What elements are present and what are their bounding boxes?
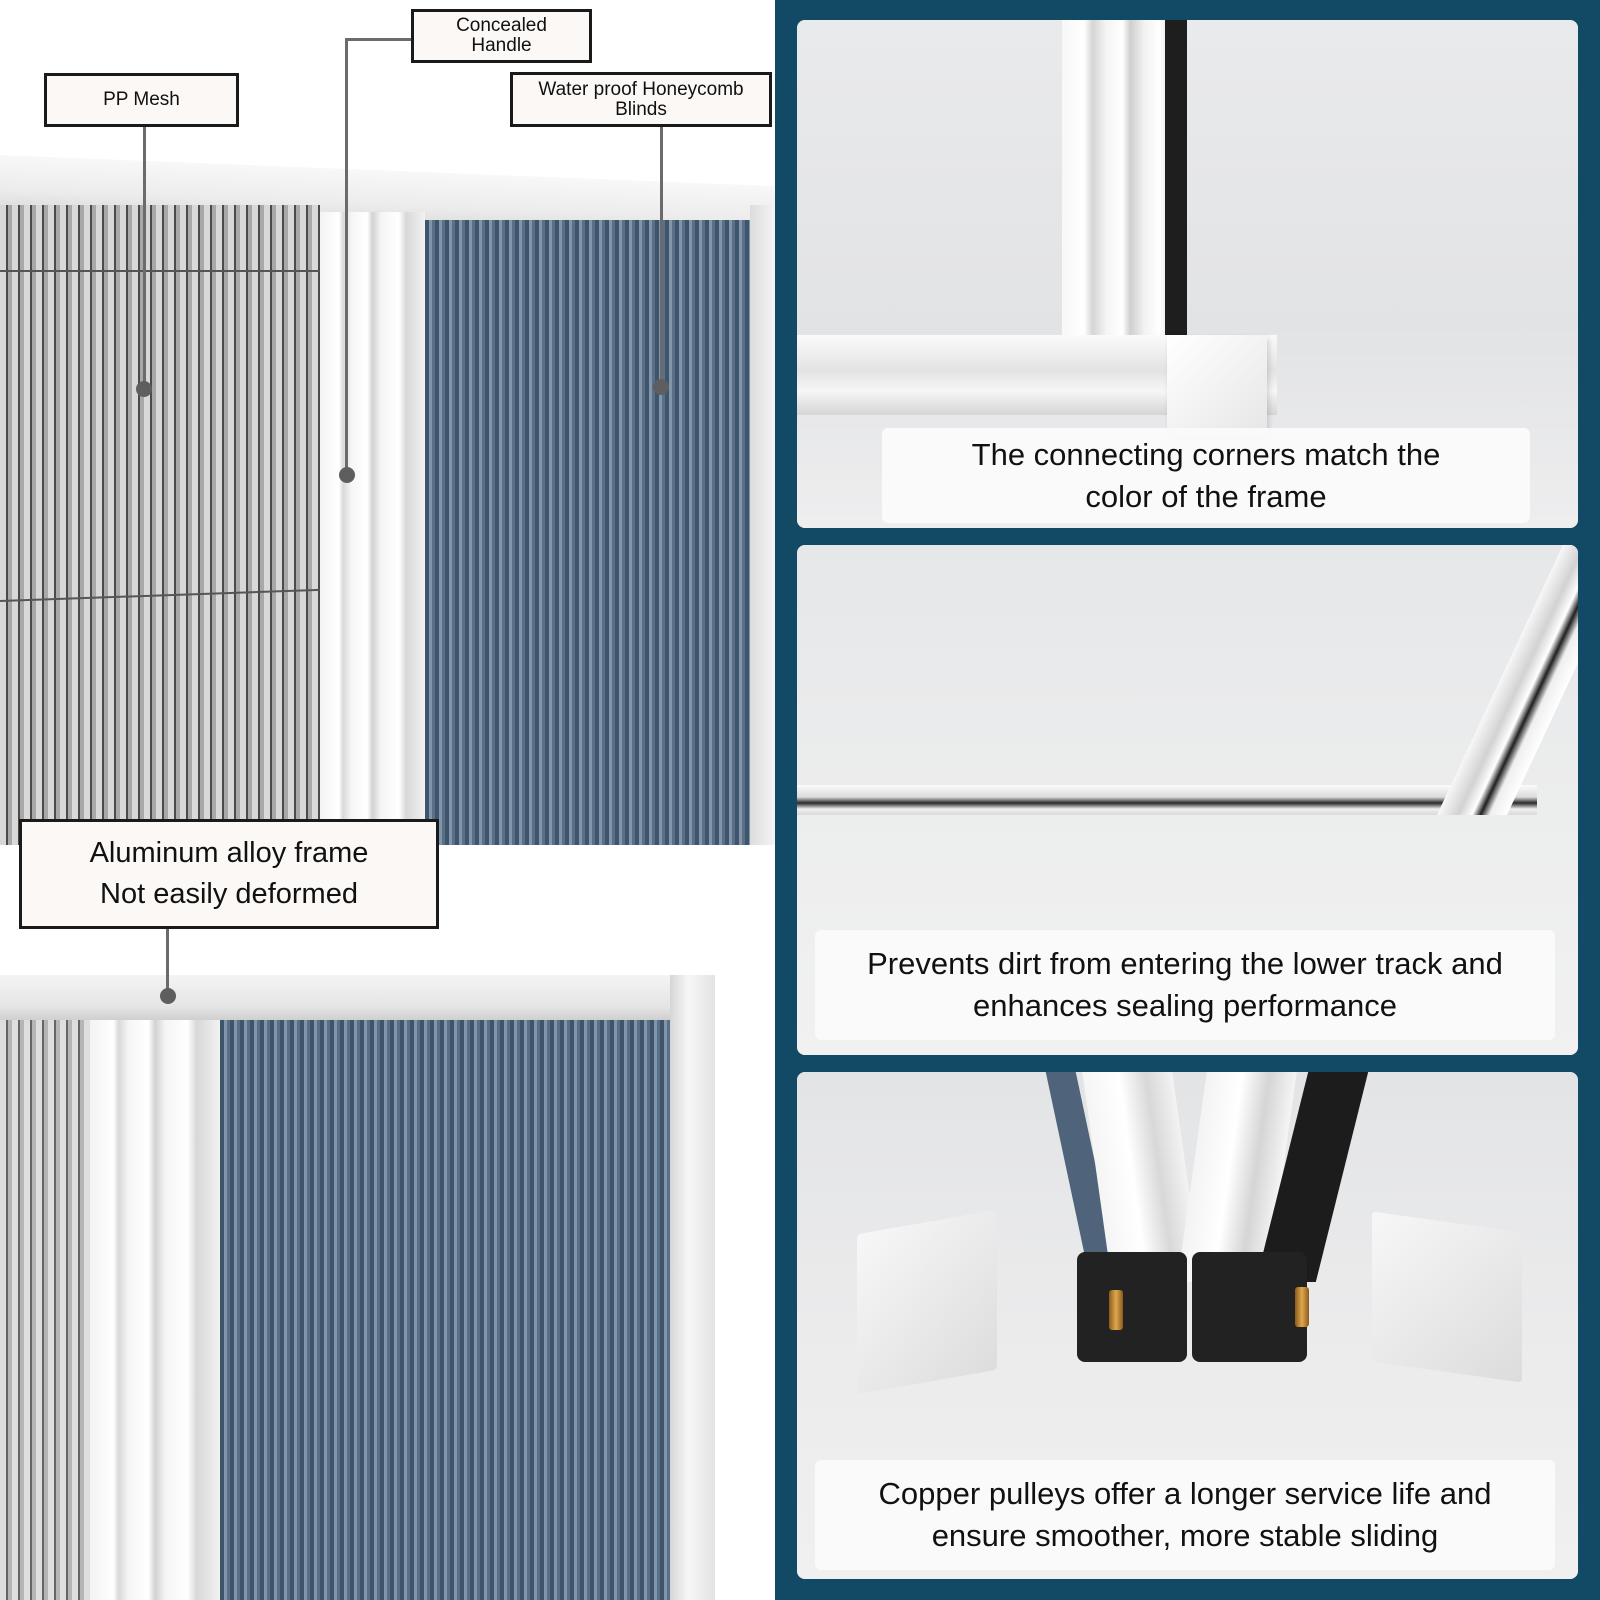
honeycomb-label-line1: Water proof Honeycomb xyxy=(538,78,744,100)
pulley-detail-panel: Copper pulleys offer a longer service li… xyxy=(797,1072,1578,1579)
honeycomb-blinds-callout: Water proof Honeycomb Blinds xyxy=(510,72,772,127)
end-cap-right xyxy=(1372,1211,1522,1383)
pulley-housing-right xyxy=(1192,1252,1307,1362)
corner-caption-line2: color of the frame xyxy=(1085,478,1327,514)
lower-frame-side-rail xyxy=(670,975,715,1600)
honeycomb-leader xyxy=(660,125,663,385)
product-illustration: PP Mesh Concealed Handle Water proof Hon… xyxy=(0,0,775,1600)
copper-pulley-right xyxy=(1295,1287,1309,1327)
honeycomb-leader-dot xyxy=(653,379,669,395)
handle-leader-horizontal xyxy=(345,38,412,41)
lower-track-rail xyxy=(797,785,1537,815)
track-caption: Prevents dirt from entering the lower tr… xyxy=(815,930,1555,1040)
track-caption-line1: Prevents dirt from entering the lower tr… xyxy=(867,946,1503,982)
upper-honeycomb-blind-image xyxy=(425,220,750,845)
mesh-seam-line xyxy=(0,270,320,272)
end-cap-left xyxy=(857,1209,997,1395)
concealed-handle-label-line2: Handle xyxy=(471,35,532,56)
upper-frame-side-rail xyxy=(750,205,775,845)
aluminum-label-line1: Aluminum alloy frame xyxy=(89,837,369,870)
vertical-frame-profile xyxy=(1062,20,1172,360)
upper-handle-profile xyxy=(320,212,425,845)
pp-mesh-leader-dot xyxy=(136,381,152,397)
lower-handle-profile xyxy=(90,1020,220,1600)
lower-honeycomb-blind-image xyxy=(220,1020,670,1600)
pulley-caption-line1: Copper pulleys offer a longer service li… xyxy=(878,1476,1492,1512)
lower-frame-top-rail xyxy=(0,975,715,1020)
aluminum-label-line2: Not easily deformed xyxy=(100,878,358,910)
detail-panels-column: The connecting corners match the color o… xyxy=(775,0,1600,1600)
handle-leader-vertical xyxy=(345,38,348,478)
corner-caption: The connecting corners match the color o… xyxy=(882,428,1530,523)
lower-pp-mesh-image xyxy=(0,1020,90,1600)
aluminum-leader xyxy=(166,927,169,989)
honeycomb-label-line2: Blinds xyxy=(615,98,667,120)
concealed-handle-callout: Concealed Handle xyxy=(411,9,592,63)
pulley-caption-line2: ensure smoother, more stable sliding xyxy=(931,1518,1439,1553)
handle-leader-dot xyxy=(339,467,355,483)
corner-detail-panel: The connecting corners match the color o… xyxy=(797,20,1578,528)
pulley-housing-left xyxy=(1077,1252,1187,1362)
aluminum-leader-dot xyxy=(160,988,176,1004)
copper-pulley-left xyxy=(1109,1290,1123,1330)
track-detail-panel: Prevents dirt from entering the lower tr… xyxy=(797,545,1578,1055)
pp-mesh-callout: PP Mesh xyxy=(44,73,239,127)
upper-pp-mesh-image xyxy=(0,205,320,845)
vertical-frame-gasket xyxy=(1165,20,1187,360)
pulley-caption: Copper pulleys offer a longer service li… xyxy=(815,1460,1555,1570)
aluminum-frame-callout: Aluminum alloy frame Not easily deformed xyxy=(19,819,439,929)
track-caption-line2: enhances sealing performance xyxy=(973,988,1397,1023)
corner-connector xyxy=(1167,335,1267,435)
concealed-handle-label-line1: Concealed xyxy=(456,15,547,37)
pp-mesh-leader xyxy=(143,125,146,387)
pp-mesh-label: PP Mesh xyxy=(103,89,180,111)
corner-caption-line1: The connecting corners match the xyxy=(971,436,1441,472)
